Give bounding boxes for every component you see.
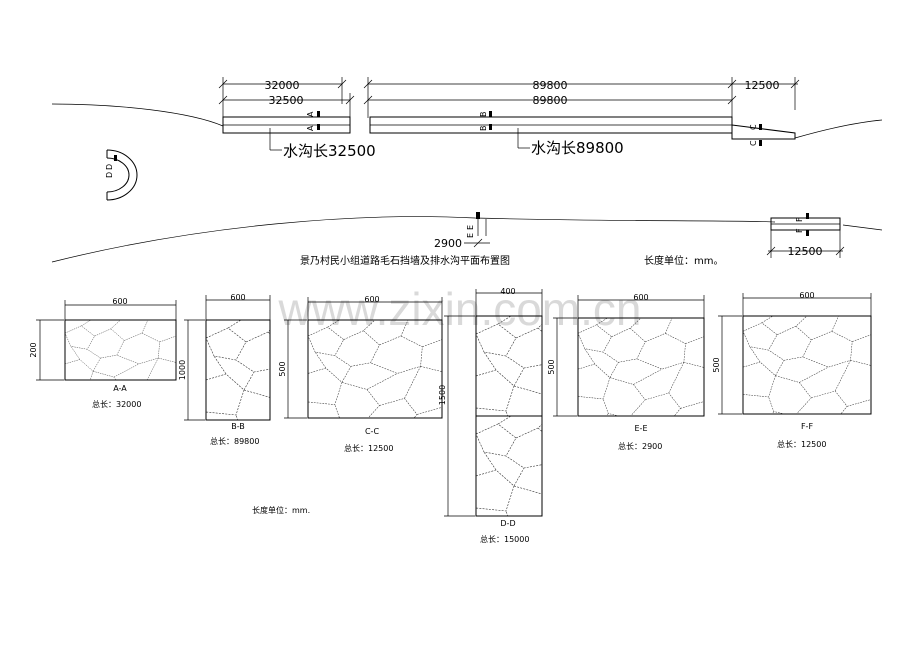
dim-text-89800-top: 89800 bbox=[533, 79, 568, 92]
section-b-total: 总长：89800 bbox=[210, 436, 259, 446]
cut-label-f-top: F bbox=[795, 217, 804, 222]
road-edge-lower bbox=[51, 216, 776, 263]
section-f-name: F-F bbox=[801, 422, 813, 431]
ditch-segment-c bbox=[731, 124, 796, 140]
ditch-label-left: 水沟长32500 bbox=[283, 142, 376, 160]
road-edge-upper-left bbox=[51, 103, 224, 127]
section-e-total: 总长：2900 bbox=[618, 441, 662, 451]
section-d-name: D-D bbox=[500, 519, 515, 528]
dimension-12500-top: 12500 bbox=[732, 77, 800, 110]
section-a-width: 600 bbox=[112, 297, 127, 306]
section-e-width: 600 bbox=[633, 293, 648, 302]
cut-label-c-bottom: C bbox=[749, 140, 758, 146]
section-b-height: 1000 bbox=[178, 360, 187, 380]
plan-unit-note: 长度单位：mm。 bbox=[644, 254, 723, 267]
section-a-height: 200 bbox=[29, 342, 38, 357]
section-f-height: 500 bbox=[712, 357, 721, 372]
dim-text-12500-top: 12500 bbox=[745, 79, 780, 92]
curved-ditch-d: D D bbox=[105, 149, 138, 201]
section-b-width: 600 bbox=[230, 293, 245, 302]
bottom-unit-note: 长度单位：mm. bbox=[252, 505, 310, 515]
plan-view: 32000 32500 89800 89800 12500 bbox=[51, 77, 883, 267]
section-f-total: 总长：12500 bbox=[777, 439, 826, 449]
cut-mark-b: B B bbox=[479, 111, 492, 131]
section-d-height: 1500 bbox=[438, 385, 447, 405]
ditch-callout-middle: 水沟长89800 bbox=[517, 128, 624, 157]
section-c-c: 600 500 C-C 总长：12500 bbox=[278, 295, 443, 453]
plan-title: 景乃村民小组道路毛石挡墙及排水沟平面布置图 bbox=[300, 254, 510, 267]
cut-label-d-top: D bbox=[105, 164, 114, 170]
watermark: www.zixin.com.cn bbox=[278, 283, 642, 335]
cut-label-c-top: C bbox=[749, 124, 758, 130]
section-d-d: 400 1500 D-D 总长：15000 bbox=[438, 287, 543, 544]
dim-text-2900: 2900 bbox=[434, 237, 462, 250]
section-c-name: C-C bbox=[365, 427, 379, 436]
cut-mark-e: E E bbox=[466, 212, 487, 238]
road-edge-lower-right bbox=[842, 224, 883, 231]
dim-text-12500-right: 12500 bbox=[788, 245, 823, 258]
dimension-89800-top: 89800 bbox=[363, 77, 737, 118]
cut-label-b-top: B bbox=[479, 112, 488, 118]
section-f-width: 600 bbox=[799, 291, 814, 300]
section-f-f: 600 500 F-F 总长：12500 bbox=[712, 291, 872, 449]
cut-label-a-bottom: A bbox=[306, 125, 315, 131]
ditch-segment-f: F F 12500 bbox=[766, 213, 845, 258]
road-edge-upper-right bbox=[794, 119, 883, 139]
cut-mark-c: C C bbox=[749, 124, 762, 146]
section-e-e: 600 500 E-E 总长：2900 bbox=[547, 293, 705, 451]
dim-text-89800-bottom: 89800 bbox=[533, 94, 568, 107]
section-c-width: 600 bbox=[364, 295, 379, 304]
section-a-total: 总长：32000 bbox=[92, 399, 141, 409]
dimension-32500: 32500 bbox=[218, 93, 355, 118]
section-a-a: 600 200 A-A 总长：32000 bbox=[29, 297, 177, 409]
section-d-total: 总长：15000 bbox=[480, 534, 529, 544]
cut-label-d-bottom: D bbox=[105, 172, 114, 178]
dim-text-32000: 32000 bbox=[265, 79, 300, 92]
dimension-32000: 32000 bbox=[218, 77, 347, 118]
cut-label-e-bottom: E bbox=[466, 233, 475, 238]
dim-text-32500: 32500 bbox=[269, 94, 304, 107]
cut-mark-a: A A bbox=[306, 111, 320, 131]
section-b-b: 600 1000 B-B 总长：89800 bbox=[178, 293, 271, 446]
section-a-name: A-A bbox=[113, 384, 127, 393]
section-c-total: 总长：12500 bbox=[344, 443, 393, 453]
cut-label-a-top: A bbox=[306, 111, 315, 117]
ditch-callout-left: 水沟长32500 bbox=[269, 128, 376, 160]
cut-label-e-top: E bbox=[466, 225, 475, 230]
cut-label-f-bottom: F bbox=[795, 228, 804, 233]
section-c-height: 500 bbox=[278, 361, 287, 376]
section-e-height: 500 bbox=[547, 359, 556, 374]
ditch-label-middle: 水沟长89800 bbox=[531, 139, 624, 157]
section-e-name: E-E bbox=[635, 424, 648, 433]
section-b-name: B-B bbox=[231, 422, 245, 431]
cut-label-b-bottom: B bbox=[479, 126, 488, 132]
section-d-width: 400 bbox=[500, 287, 515, 296]
dimension-2900: 2900 bbox=[434, 237, 490, 250]
